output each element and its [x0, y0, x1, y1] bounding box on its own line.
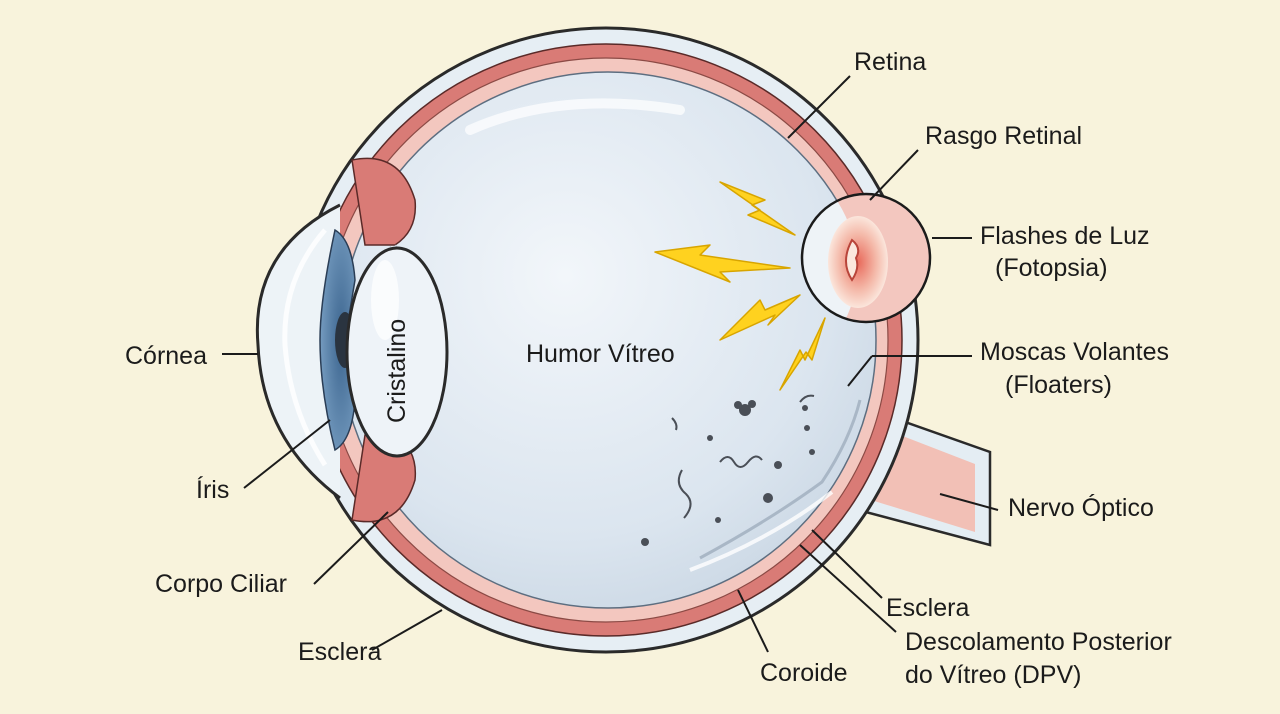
labels: Retina Rasgo Retinal Flashes de Luz (Fot… [125, 48, 1172, 689]
label-iris: Íris [196, 475, 229, 504]
retinal-tear-magnifier [800, 192, 932, 324]
label-optic-nerve: Nervo Óptico [1008, 493, 1154, 522]
cornea [255, 203, 341, 500]
label-floaters-line2: (Floaters) [1005, 371, 1112, 399]
label-retinal-tear: Rasgo Retinal [925, 122, 1082, 150]
label-choroid: Coroide [760, 659, 848, 687]
floaters [641, 394, 815, 546]
label-floaters-line1: Moscas Volantes [980, 338, 1169, 366]
label-pvd-line1: Descolamento Posterior [905, 628, 1172, 656]
label-retina: Retina [854, 48, 926, 76]
lens-label: Cristalino [383, 319, 411, 423]
lens [345, 246, 449, 458]
label-sclera-left: Esclera [298, 638, 381, 666]
lightning-flashes [654, 181, 826, 391]
label-ciliary-body: Corpo Ciliar [155, 570, 287, 598]
label-cornea: Córnea [125, 342, 207, 370]
label-flashes-line2: (Fotopsia) [995, 254, 1108, 282]
vitreous-humor [339, 71, 877, 609]
label-pvd-line2: do Vítreo (DPV) [905, 661, 1081, 689]
pvd-membrane [689, 399, 862, 572]
label-sclera-right: Esclera [886, 594, 969, 622]
label-vitreous: Humor Vítreo [526, 340, 675, 368]
leader-lines [222, 75, 999, 653]
label-flashes-line1: Flashes de Luz [980, 222, 1150, 250]
